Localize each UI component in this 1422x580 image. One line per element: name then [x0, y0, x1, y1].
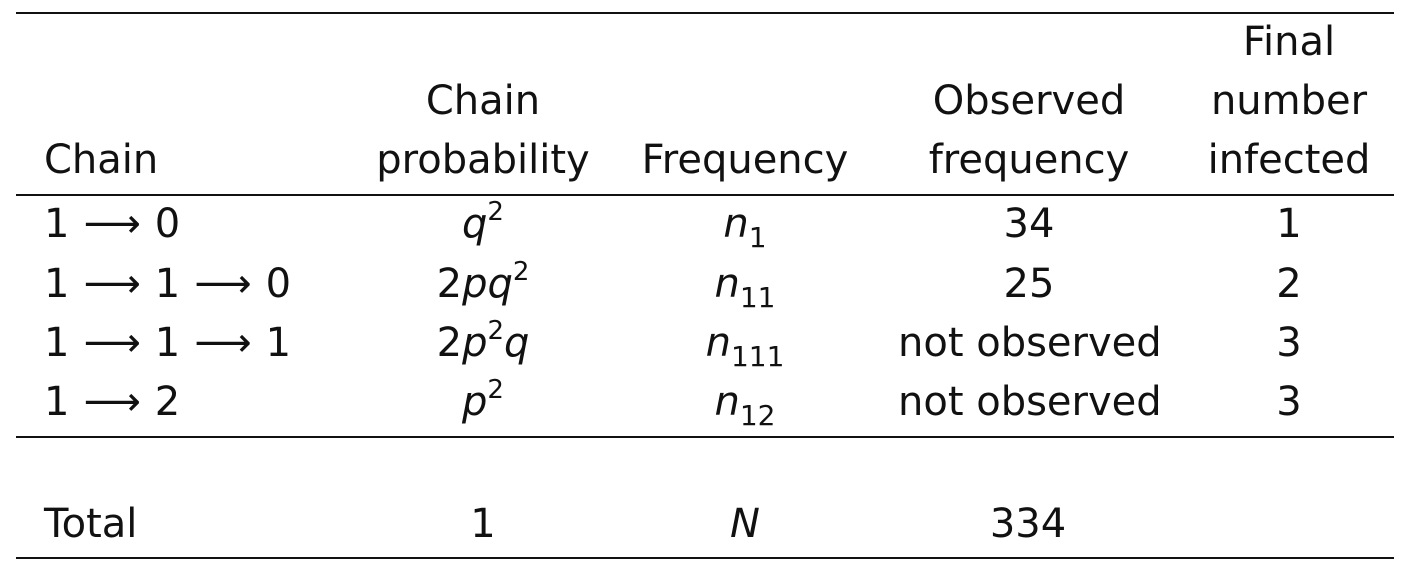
row-chain: 1⟶0 [44, 201, 181, 247]
arrow-icon: ⟶ [83, 320, 141, 366]
row-probability: q2 [462, 197, 504, 247]
row-probability: 2p2q [436, 316, 530, 366]
row-probability: p2 [462, 375, 504, 425]
row-observed: 25 [1003, 261, 1055, 307]
row-frequency: n12 [714, 379, 776, 432]
arrow-icon: ⟶ [83, 261, 141, 307]
row-final: 1 [1276, 201, 1302, 247]
row-chain: 1⟶2 [44, 379, 181, 425]
table-bottom-rule [16, 557, 1394, 559]
row-frequency: n11 [714, 261, 776, 314]
row-observed: 34 [1003, 201, 1055, 247]
row-final: 2 [1276, 261, 1302, 307]
header-observed-frequency: Observed frequency [928, 78, 1130, 183]
arrow-icon: ⟶ [83, 201, 141, 247]
header-frequency: Frequency [641, 137, 849, 183]
header-rule [16, 194, 1394, 196]
row-frequency: n111 [705, 320, 785, 373]
total-label: Total [44, 501, 138, 547]
row-final: 3 [1276, 320, 1302, 366]
total-frequency: N [730, 501, 760, 547]
row-observed: not observed [898, 379, 1162, 425]
row-chain: 1⟶1⟶0 [44, 261, 292, 307]
header-chain-probability: Chain probability [376, 78, 590, 183]
arrow-icon: ⟶ [194, 261, 252, 307]
table-top-rule [16, 12, 1394, 14]
total-probability: 1 [470, 501, 496, 547]
body-rule [16, 436, 1394, 438]
row-frequency: n1 [723, 201, 767, 254]
row-chain: 1⟶1⟶1 [44, 320, 292, 366]
row-final: 3 [1276, 379, 1302, 425]
row-observed: not observed [898, 320, 1162, 366]
header-final-number-infected: Final number infected [1207, 19, 1371, 183]
header-chain: Chain [44, 137, 159, 183]
arrow-icon: ⟶ [194, 320, 252, 366]
row-probability: 2pq2 [436, 257, 530, 307]
arrow-icon: ⟶ [83, 379, 141, 425]
total-observed: 334 [989, 501, 1067, 547]
